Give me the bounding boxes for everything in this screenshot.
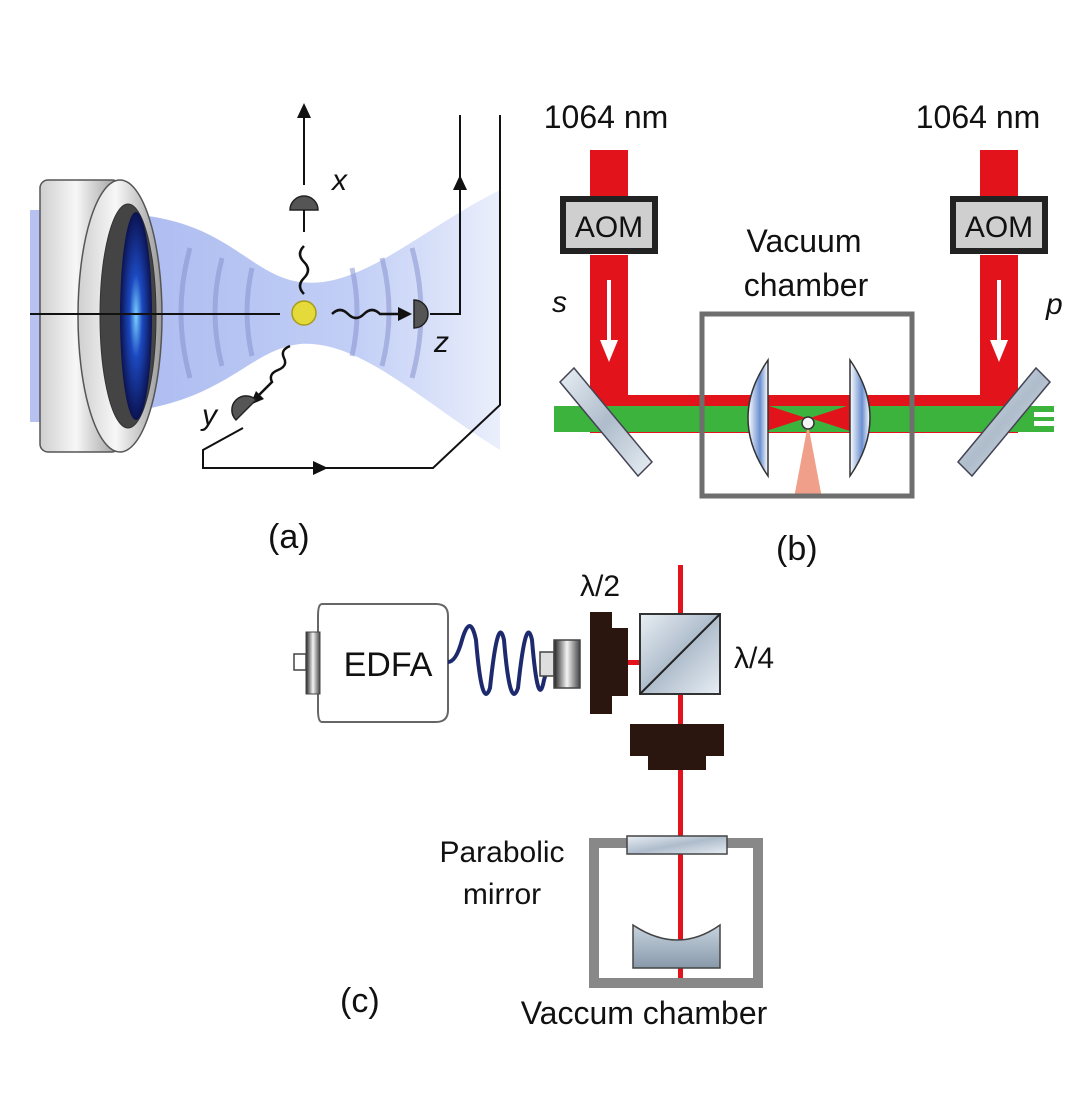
mirror-label-line1: Parabolic [439,836,564,869]
half-wave-label: λ/2 [580,570,620,603]
panel-c-caption: (c) [340,982,380,1020]
chamber-label-b-line2: chamber [744,267,869,303]
polarization-label-s: s [552,286,567,319]
polarization-label-p: p [1045,288,1063,321]
laser-focus [760,403,856,433]
mirror-label-line2: mirror [463,878,541,911]
lens-right [849,357,871,479]
scatter-path-x [298,245,310,295]
fiber-coil [447,624,561,696]
beam-arrow-left [600,280,618,362]
detector-x [289,103,319,232]
detector-z [413,299,429,329]
panel-a-caption: (a) [268,518,310,556]
parabolic-mirror [632,923,721,969]
laser-vertical-c [678,565,683,985]
detector-y [231,395,258,422]
fluorescence-cone [794,424,822,498]
objective-lens-mount [39,179,163,453]
scatter-path-y [255,344,291,399]
polarizing-beam-splitter [639,613,721,695]
beam-arrow-right [990,280,1008,362]
edfa-label: EDFA [344,646,433,684]
scatter-path-z [331,308,406,320]
quarter-wave-plate [630,724,724,770]
laser-label-right: 1064 nm [916,99,1041,135]
signal-arrow-right [313,461,328,475]
chamber-window [626,835,728,855]
aom-right-box [950,196,1048,254]
trap-focus-beam [140,190,500,450]
chamber-label-b-line1: Vacuum [746,223,861,259]
vacuum-chamber-b [699,311,915,499]
trapped-particle-b [801,416,815,430]
panel-b-caption: (b) [776,530,818,568]
aom-left-box [560,196,658,254]
axis-label-x: x [330,164,348,197]
mirror-right [956,366,1052,478]
chamber-label-c: Vaccum chamber [521,995,768,1031]
laser-label-left: 1064 nm [544,99,669,135]
objective-lens-glass [120,212,152,420]
edfa-box [317,603,449,723]
probe-beam-green-end [1034,412,1054,417]
axis-label-z: z [433,326,449,359]
signal-arrow-up [453,175,467,190]
mirror-left [558,366,654,478]
aom-left-label: AOM [575,211,643,244]
half-wave-plate [590,612,628,714]
lens-left [747,357,769,479]
quarter-wave-label: λ/4 [734,642,774,675]
panel-a: x z y (a) [30,103,501,556]
panel-b: AOM AOM 1064 nm 1064 nm Vacuum chamber s… [544,99,1063,568]
axis-label-y: y [200,399,219,432]
scatter-arrow-z [398,307,412,321]
trapped-particle [291,300,317,326]
aom-right-label: AOM [965,211,1033,244]
panel-c: EDFA λ/2 λ/4 Parabolic mirror Vaccum cha… [293,565,774,1031]
